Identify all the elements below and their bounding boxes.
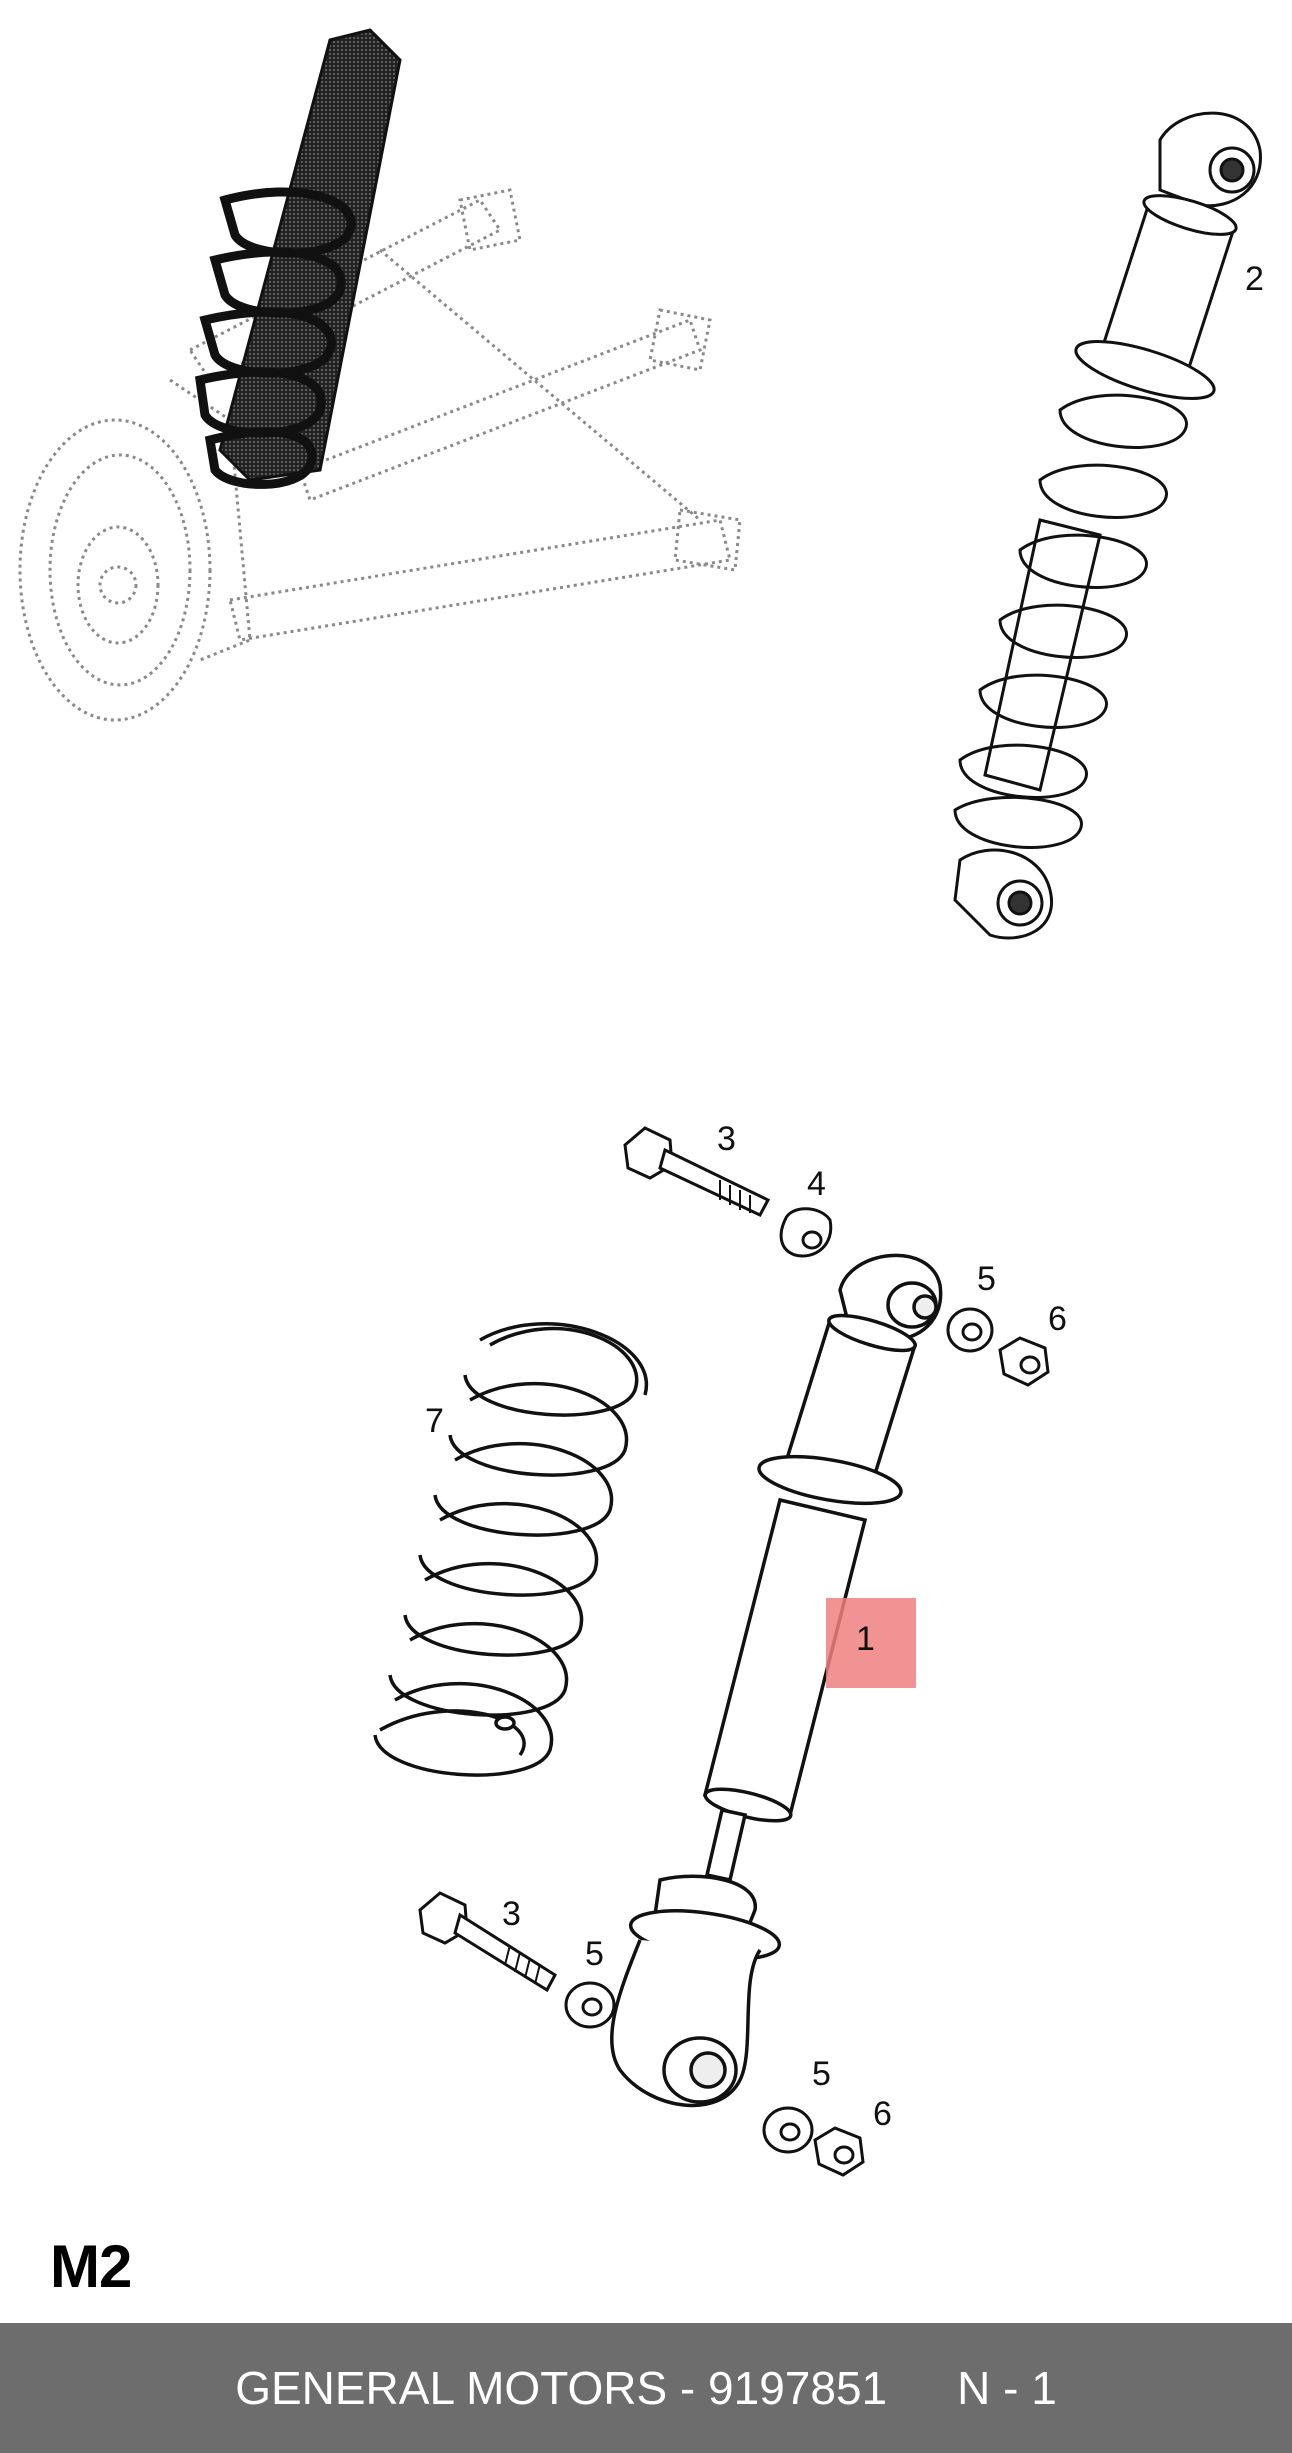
- footer-bar: GENERAL MOTORS - 9197851 N - 1: [0, 2323, 1292, 2453]
- highlight-box: [826, 1598, 916, 1688]
- coil-spring-drawing: [373, 1322, 649, 1777]
- exploded-parts-diagram: 2 3 4 5 6 7 1 3 5 5 6: [18, 28, 1264, 2177]
- callout-7: 7: [425, 1402, 444, 1440]
- callout-5-upper: 5: [977, 1260, 996, 1298]
- callout-5-lower-left: 5: [585, 1935, 604, 1973]
- callout-2: 2: [1245, 260, 1264, 298]
- fasteners-drawing: [418, 1126, 1050, 2177]
- footer-ref: N - 1: [957, 2362, 1057, 2414]
- callout-6-upper: 6: [1048, 1300, 1067, 1338]
- highlighted-strut-locator: [194, 28, 402, 489]
- callout-6-lower: 6: [873, 2095, 892, 2133]
- callout-1: 1: [856, 1620, 875, 1658]
- section-code: M2: [50, 2233, 132, 2300]
- callout-5-lower-right: 5: [812, 2055, 831, 2093]
- assembled-strut-drawing: [953, 111, 1262, 940]
- footer-brand-part: GENERAL MOTORS - 9197851: [235, 2362, 888, 2414]
- axle-locator-drawing: [18, 188, 742, 722]
- callout-4: 4: [807, 1165, 826, 1203]
- shock-absorber-drawing: [610, 1253, 943, 2108]
- callout-3-lower: 3: [502, 1895, 521, 1933]
- callout-3-upper: 3: [717, 1120, 736, 1158]
